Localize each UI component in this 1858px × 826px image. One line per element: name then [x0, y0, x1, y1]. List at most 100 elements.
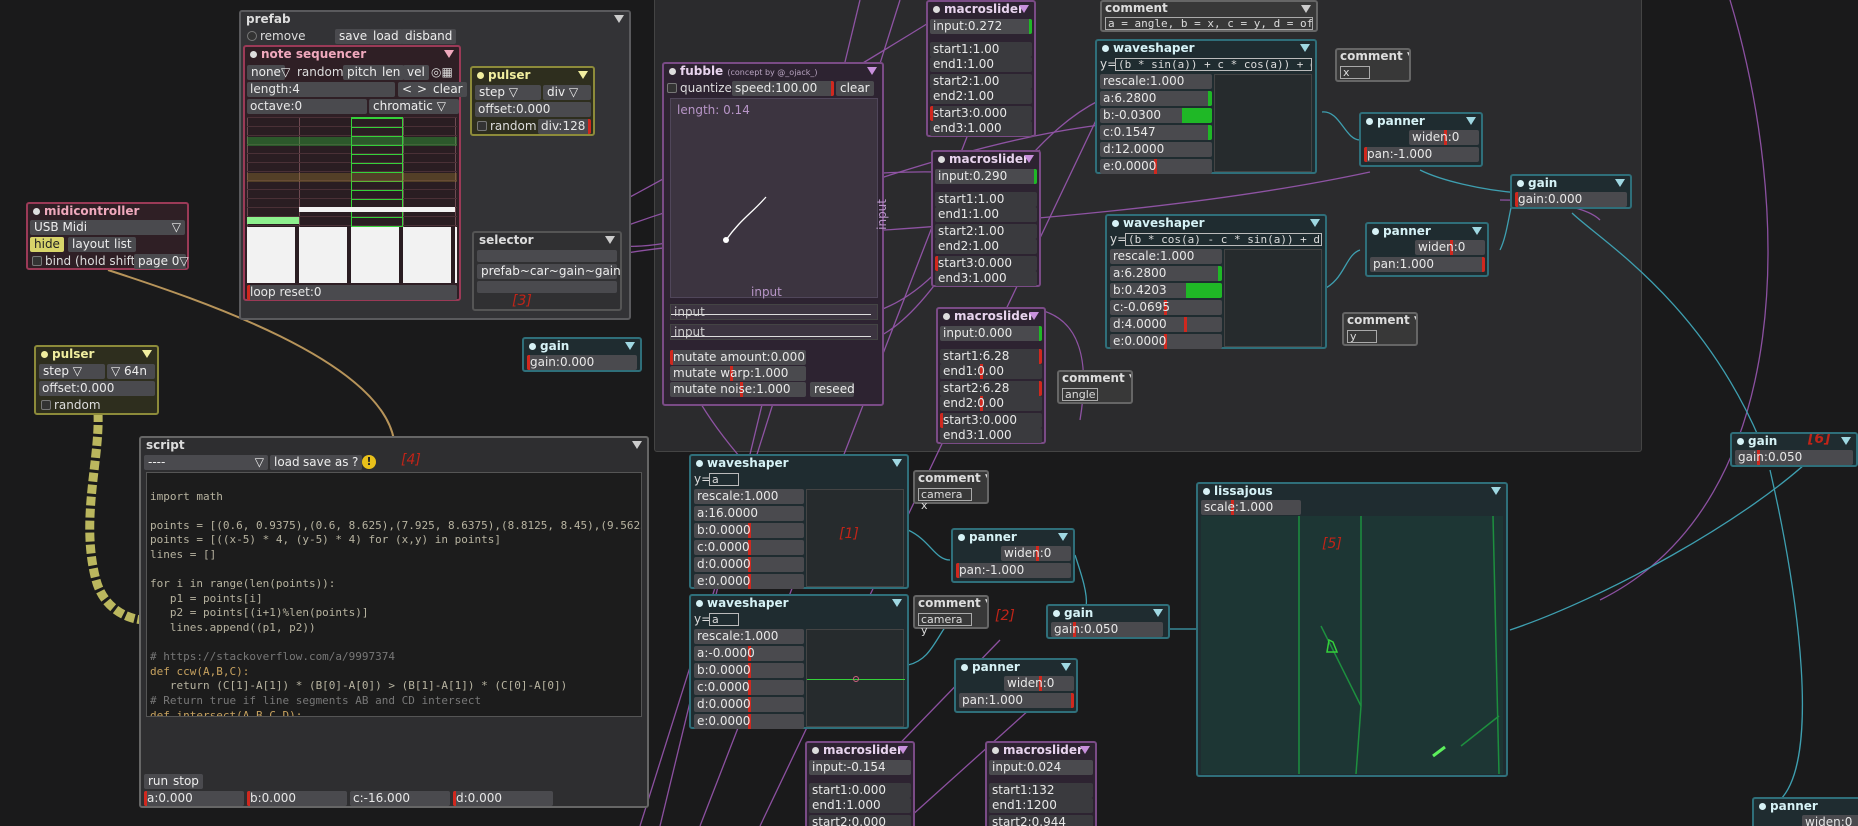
macroslider-module[interactable]: macroslider input:0.000 start1:6.28 end1… — [936, 307, 1046, 444]
gain-module[interactable]: gain gain:0.000 — [1510, 174, 1632, 209]
collapse-icon[interactable] — [1841, 437, 1851, 445]
enable-dot[interactable] — [1366, 118, 1373, 125]
waveshaper-header[interactable]: waveshaper — [1097, 41, 1315, 57]
end1-slider[interactable]: end1:1.00 — [935, 207, 1037, 222]
script-load-button[interactable]: load — [270, 455, 304, 470]
script-module[interactable]: script ----▽ load save as ? ! [4] import… — [139, 436, 649, 808]
next-button[interactable]: > — [413, 82, 432, 97]
macro-input-slider[interactable]: input:0.000 — [940, 326, 1042, 341]
enable-dot[interactable] — [696, 460, 703, 467]
lissajous-module[interactable]: lissajous scale:1.000 [5] — [1196, 482, 1508, 777]
clear-button[interactable]: clear — [429, 82, 467, 97]
loop-reset-slider[interactable]: loop reset:0 — [247, 285, 457, 300]
waveshaper-module[interactable]: waveshaper y= a rescale:1.000 a:-0.0000 … — [689, 594, 909, 729]
selector-option[interactable] — [477, 281, 617, 293]
gain-module[interactable]: gain gain:0.050 — [1046, 604, 1170, 639]
enable-dot[interactable] — [943, 313, 950, 320]
enable-dot[interactable] — [1053, 610, 1060, 617]
collapse-icon[interactable] — [1310, 219, 1320, 227]
collapse-icon[interactable] — [1301, 5, 1311, 13]
script-code-editor[interactable]: import math points = [(0.6, 0.9375),(0.6… — [146, 472, 642, 717]
enable-dot[interactable] — [669, 68, 676, 75]
comment-module[interactable]: comment ▼ y — [1342, 312, 1418, 346]
enable-dot[interactable] — [696, 600, 703, 607]
comment-module[interactable]: comment ▼ angle — [1057, 370, 1133, 404]
prefab-disband-button[interactable]: disband — [401, 29, 457, 44]
gain-module[interactable]: gain gain:0.000 — [522, 337, 642, 372]
layout-button[interactable]: layout — [68, 237, 114, 252]
enable-dot[interactable] — [41, 351, 48, 358]
script-d-slider[interactable]: d:0.000 — [453, 791, 553, 806]
script-run-button[interactable]: run — [144, 774, 173, 789]
collapse-icon[interactable] — [1472, 227, 1482, 235]
midicontroller-header[interactable]: midicontroller — [28, 204, 187, 220]
start3-slider[interactable]: start3:0.000 — [930, 106, 1032, 121]
fubble-module[interactable]: fubble (concept by @_ojack_) quantize sp… — [662, 62, 889, 406]
collapse-icon[interactable] — [1024, 155, 1034, 163]
waveshaper-header[interactable]: waveshaper — [1107, 216, 1325, 232]
midicontroller-module[interactable]: midicontroller USB Midi▽ hide layout lis… — [26, 202, 189, 270]
collapse-icon[interactable] — [1491, 487, 1501, 495]
rescale-slider[interactable]: rescale:1.000 — [694, 489, 804, 504]
start2-slider[interactable]: start2:1.00 — [935, 224, 1037, 239]
comment-text-field[interactable]: y — [1347, 330, 1377, 343]
start1-slider[interactable]: start1:132 — [989, 783, 1093, 798]
script-preset-dropdown[interactable]: ----▽ — [144, 455, 268, 470]
prefab-load-button[interactable]: load — [369, 29, 403, 44]
widen-slider[interactable]: widen:0 — [1415, 240, 1485, 255]
b-slider[interactable]: b:0.0000 — [694, 663, 804, 678]
collapse-icon[interactable] — [892, 599, 902, 607]
end3-slider[interactable]: end3:1.000 — [935, 271, 1037, 286]
panner-header[interactable]: panner — [1367, 224, 1487, 240]
b-slider[interactable]: b:0.0000 — [694, 523, 804, 538]
random-toggle[interactable]: random — [477, 119, 537, 133]
collapse-icon[interactable] — [892, 459, 902, 467]
c-slider[interactable]: c:0.0000 — [694, 540, 804, 555]
macroslider-module[interactable]: macroslider input:0.290 start1:1.00 end1… — [931, 150, 1041, 287]
end3-slider[interactable]: end3:1.000 — [930, 121, 1032, 136]
mutate-amount-slider[interactable]: mutate amount:0.000 — [670, 350, 806, 365]
b-slider[interactable]: b:0.4203 — [1110, 283, 1222, 298]
enable-dot[interactable] — [1517, 180, 1524, 187]
d-slider[interactable]: d:0.0000 — [694, 697, 804, 712]
macroslider-module[interactable]: macroslider input:-0.154 start1:0.000 en… — [805, 741, 915, 826]
end1-slider[interactable]: end1:0.00 — [940, 364, 1042, 379]
pulser-header[interactable]: pulser — [472, 68, 593, 84]
a-slider[interactable]: a:-0.0000 — [694, 646, 804, 661]
script-help-button[interactable]: ? — [348, 455, 363, 470]
gain-module[interactable]: gain[6] gain:0.050 — [1730, 432, 1858, 467]
comment-text-field[interactable]: x — [1340, 66, 1370, 79]
d-slider[interactable]: d:0.0000 — [694, 557, 804, 572]
end2-slider[interactable]: end2:1.00 — [930, 89, 1032, 104]
collapse-icon[interactable] — [1153, 609, 1163, 617]
comment-header[interactable]: comment ▼ — [1337, 50, 1409, 64]
macro-input-slider[interactable]: input:0.024 — [989, 760, 1093, 775]
gain-slider[interactable]: gain:0.050 — [1735, 450, 1853, 465]
enable-dot[interactable] — [477, 72, 484, 79]
enable-dot[interactable] — [529, 343, 536, 350]
macroslider-header[interactable]: macroslider — [987, 743, 1095, 759]
enable-dot[interactable] — [961, 664, 968, 671]
step-dropdown[interactable]: step ▽ — [475, 85, 541, 100]
comment-header[interactable]: comment ▼ — [1344, 314, 1416, 328]
pulser-module[interactable]: pulser step ▽ ▽ 64n offset:0.000 random — [34, 345, 159, 415]
mutate-warp-slider[interactable]: mutate warp:1.000 — [670, 366, 806, 381]
c-slider[interactable]: c:-0.0695 — [1110, 300, 1222, 315]
enable-dot[interactable] — [992, 747, 999, 754]
collapse-icon[interactable] — [1061, 663, 1071, 671]
panner-header[interactable]: panner — [956, 660, 1076, 676]
widen-slider[interactable]: widen:0 — [1004, 676, 1074, 691]
end3-slider[interactable]: end3:1.000 — [940, 428, 1042, 443]
macroslider-header[interactable]: macroslider — [938, 309, 1044, 325]
expression-field[interactable]: a — [709, 473, 739, 486]
a-slider[interactable]: a:6.2800 — [1100, 91, 1212, 106]
panner-header[interactable]: panner — [1754, 799, 1858, 815]
panner-module[interactable]: panner widen:0 — [1752, 797, 1858, 826]
list-button[interactable]: list — [110, 237, 136, 252]
enable-dot[interactable] — [1203, 488, 1210, 495]
start2-slider[interactable]: start2:0.944 — [989, 815, 1093, 826]
octave-slider[interactable]: octave:0 — [247, 99, 367, 114]
macroslider-module[interactable]: macroslider input:0.024 start1:132 end1:… — [985, 741, 1097, 826]
script-stop-button[interactable]: stop — [169, 774, 203, 789]
widen-slider[interactable]: widen:0 — [1802, 815, 1858, 826]
